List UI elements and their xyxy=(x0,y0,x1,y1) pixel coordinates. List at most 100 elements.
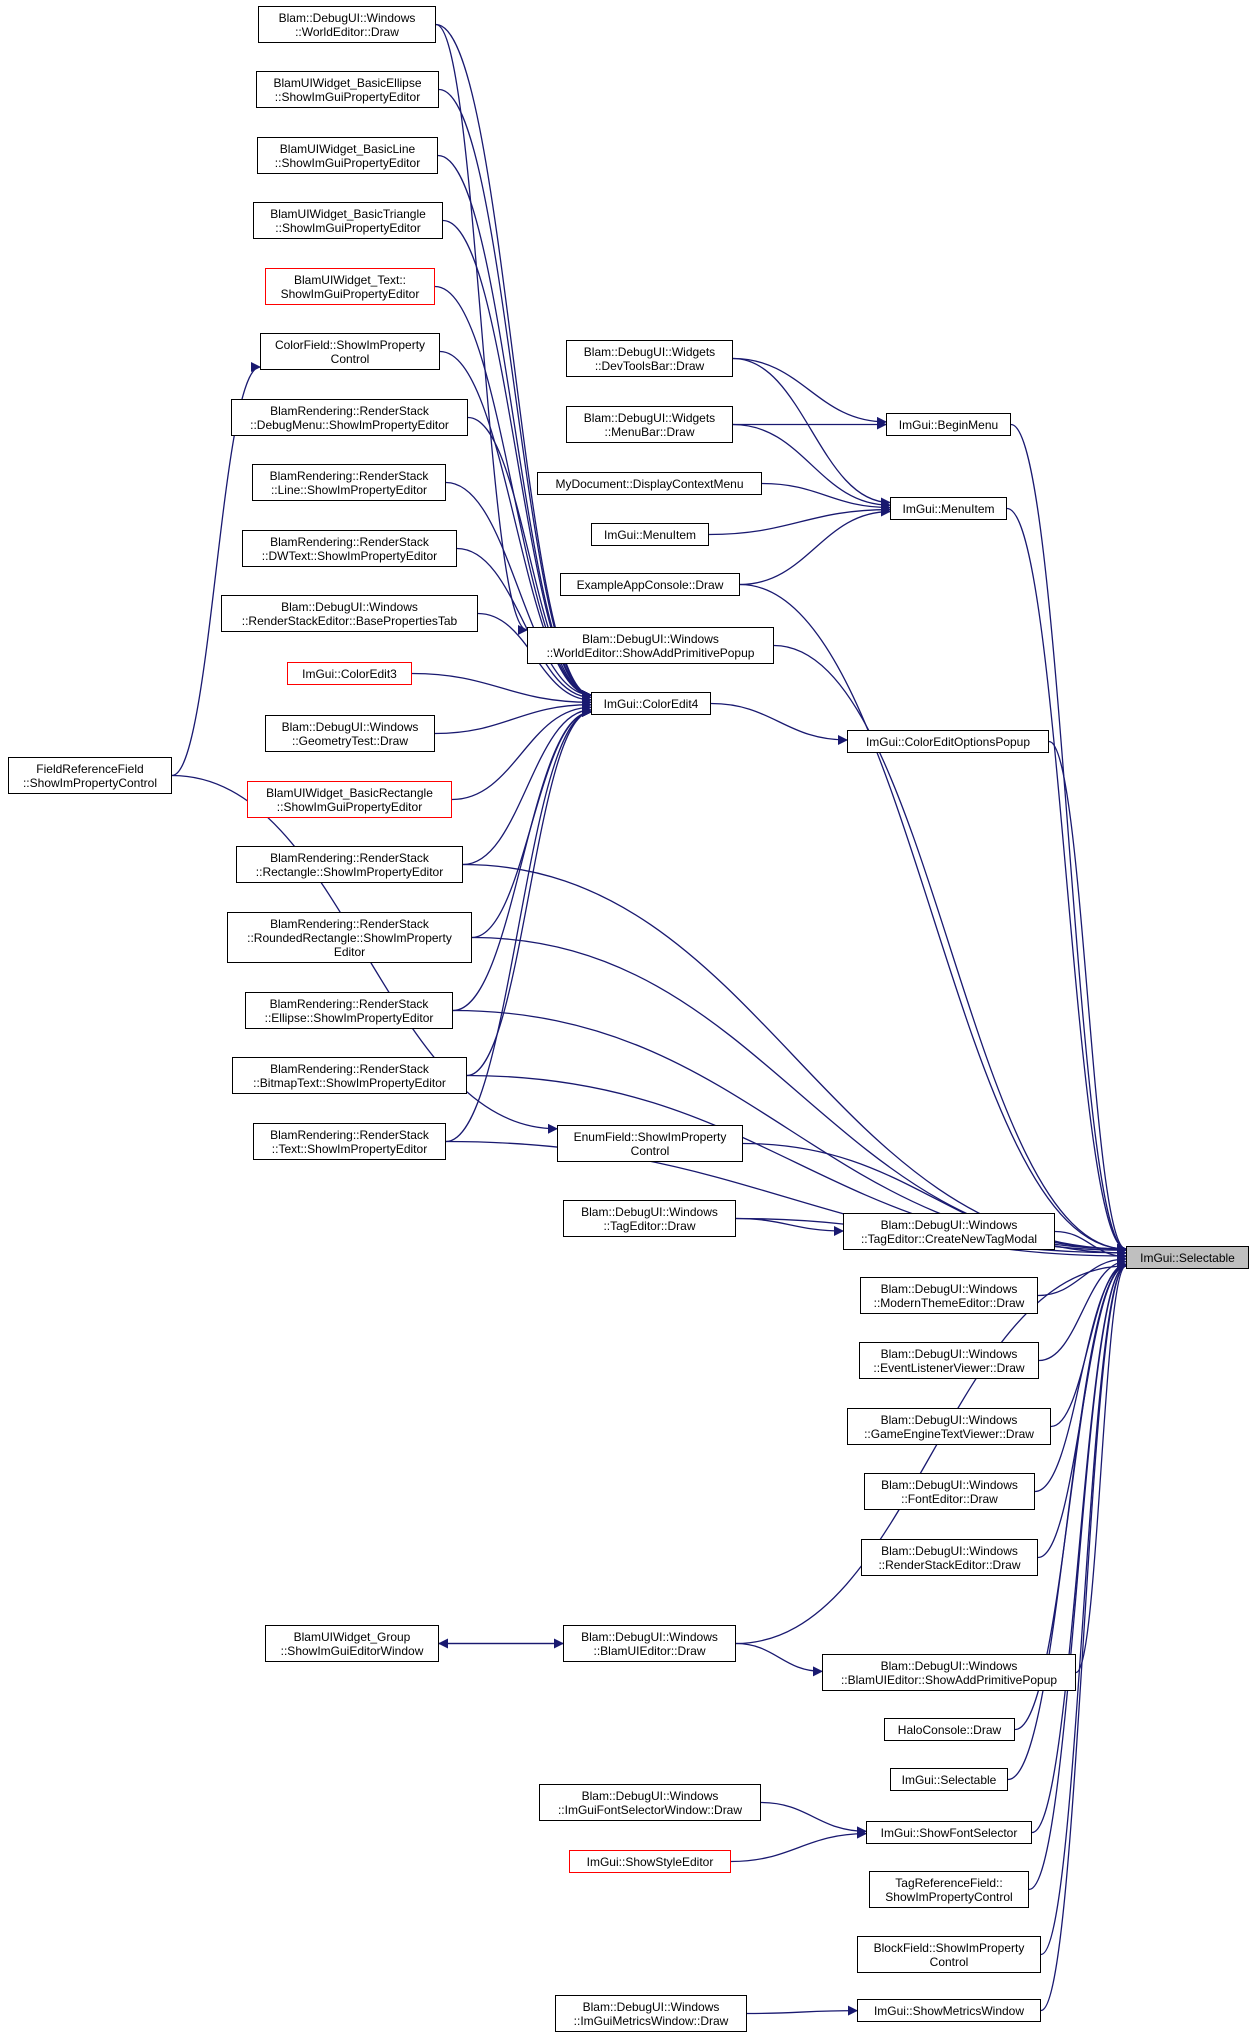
node-showstyleeditor[interactable]: ImGui::ShowStyleEditor xyxy=(569,1850,731,1873)
node-label-line: ::TagEditor::Draw xyxy=(603,1218,696,1233)
node-tageditor-draw[interactable]: Blam::DebugUI::Windows::TagEditor::Draw xyxy=(563,1200,736,1237)
node-coloredit3[interactable]: ImGui::ColorEdit3 xyxy=(287,662,412,685)
edge-menuitem-to-selectable xyxy=(1006,507,1127,1254)
node-imgui-menuitem[interactable]: ImGui::MenuItem xyxy=(890,497,1007,520)
node-label-line: ::ShowImGuiEditorWindow xyxy=(280,1643,424,1658)
node-label-line: ShowImGuiPropertyEditor xyxy=(280,286,420,301)
node-label-line: ::BlamUIEditor::ShowAddPrimitivePopup xyxy=(840,1672,1058,1687)
node-label-line: ::ImGuiFontSelectorWindow::Draw xyxy=(557,1802,743,1817)
edge-coloreditpopup-to-selectable xyxy=(1048,740,1127,1254)
node-tagreferencefield-showimpropertycontrol[interactable]: TagReferenceField::ShowImPropertyControl xyxy=(869,1871,1029,1908)
node-worldeditor-showaddprimitivepopup[interactable]: Blam::DebugUI::Windows::WorldEditor::Sho… xyxy=(527,627,774,664)
node-imgui-selectable-overload[interactable]: ImGui::Selectable xyxy=(890,1768,1008,1791)
node-group-showimguieditorwindow[interactable]: BlamUIWidget_Group::ShowImGuiEditorWindo… xyxy=(265,1625,439,1662)
edge-bue_addprim-to-selectable xyxy=(1075,1261,1127,1674)
node-label-line: BlamUIWidget_Group xyxy=(293,1629,411,1644)
node-coloredit4[interactable]: ImGui::ColorEdit4 xyxy=(591,692,711,715)
edge-enumfield-to-selectable xyxy=(742,1142,1127,1258)
node-basictriangle-showimguipropertyeditor[interactable]: BlamUIWidget_BasicTriangle::ShowImGuiPro… xyxy=(253,202,443,239)
edge-blamuieditor-to-selectable xyxy=(735,1261,1127,1645)
node-exampleappconsole-draw[interactable]: ExampleAppConsole::Draw xyxy=(560,573,740,596)
node-showfontselector[interactable]: ImGui::ShowFontSelector xyxy=(866,1821,1032,1844)
node-basicline-showimguipropertyeditor[interactable]: BlamUIWidget_BasicLine::ShowImGuiPropert… xyxy=(257,137,438,174)
node-label-line: Editor xyxy=(333,944,366,959)
node-imguifontselectorwindow-draw[interactable]: Blam::DebugUI::Windows::ImGuiFontSelecto… xyxy=(539,1784,761,1821)
node-label-line: ::BitmapText::ShowImPropertyEditor xyxy=(253,1075,446,1090)
node-label-line: Blam::DebugUI::Windows xyxy=(581,1788,719,1803)
node-eventlistenerviewer-draw[interactable]: Blam::DebugUI::Windows::EventListenerVie… xyxy=(859,1342,1039,1379)
node-fonteditor-draw[interactable]: Blam::DebugUI::Windows::FontEditor::Draw xyxy=(864,1473,1035,1510)
node-label-line: FieldReferenceField xyxy=(36,761,144,776)
node-tageditor-createnewtagmodal[interactable]: Blam::DebugUI::Windows::TagEditor::Creat… xyxy=(843,1213,1055,1250)
node-renderstack-text-showimpropertyeditor[interactable]: BlamRendering::RenderStack::Text::ShowIm… xyxy=(253,1123,446,1160)
node-blamuieditor-draw[interactable]: Blam::DebugUI::Windows::BlamUIEditor::Dr… xyxy=(563,1625,736,1662)
node-label-line: ::RenderStackEditor::BasePropertiesTab xyxy=(241,613,458,628)
edge-rs_line-to-coloredit4 xyxy=(445,481,592,700)
node-renderstack-roundedrectangle-showimpropertyeditor[interactable]: BlamRendering::RenderStack::RoundedRecta… xyxy=(227,912,472,963)
node-label-line: ImGui::BeginMenu xyxy=(898,417,999,432)
node-label-line: ::DWText::ShowImPropertyEditor xyxy=(261,548,438,563)
node-label-line: ::Line::ShowImPropertyEditor xyxy=(270,482,428,497)
node-geometrytest-draw[interactable]: Blam::DebugUI::Windows::GeometryTest::Dr… xyxy=(265,715,435,752)
node-renderstack-ellipse-showimpropertyeditor[interactable]: BlamRendering::RenderStack::Ellipse::Sho… xyxy=(245,992,453,1029)
node-label-line: Blam::DebugUI::Windows xyxy=(881,1543,1018,1558)
edge-exampleconsole-to-selectable xyxy=(739,583,1127,1254)
node-showmetricswindow[interactable]: ImGui::ShowMetricsWindow xyxy=(857,1999,1041,2022)
node-label-line: ::TagEditor::CreateNewTagModal xyxy=(860,1231,1038,1246)
node-renderstack-rectangle-showimpropertyeditor[interactable]: BlamRendering::RenderStack::Rectangle::S… xyxy=(236,846,463,883)
node-widget-text-showimguipropertyeditor[interactable]: BlamUIWidget_Text::ShowImGuiPropertyEdit… xyxy=(265,268,435,305)
node-label-line: ImGui::ShowStyleEditor xyxy=(586,1854,714,1869)
edge-worldeditor_draw-to-we_addprim xyxy=(435,23,528,635)
node-gameenginetextviewer-draw[interactable]: Blam::DebugUI::Windows::GameEngineTextVi… xyxy=(847,1408,1051,1445)
node-label-line: ::ImGuiMetricsWindow::Draw xyxy=(573,2013,729,2028)
node-devtoolsbar-draw[interactable]: Blam::DebugUI::Widgets::DevToolsBar::Dra… xyxy=(566,340,733,377)
node-blamuieditor-showaddprimitivepopup[interactable]: Blam::DebugUI::Windows::BlamUIEditor::Sh… xyxy=(822,1654,1076,1691)
node-worldeditor-draw[interactable]: Blam::DebugUI::Windows::WorldEditor::Dra… xyxy=(258,6,436,43)
node-label-line: ::Rectangle::ShowImPropertyEditor xyxy=(255,864,444,879)
node-fieldreferencefield-showimpropertycontrol[interactable]: FieldReferenceField::ShowImPropertyContr… xyxy=(8,757,172,794)
node-displaycontextmenu[interactable]: MyDocument::DisplayContextMenu xyxy=(537,472,762,495)
edge-colorfield-to-coloredit4 xyxy=(439,350,592,700)
node-renderstack-dwtext-showimpropertyeditor[interactable]: BlamRendering::RenderStack::DWText::Show… xyxy=(242,530,457,567)
node-imgui-beginmenu[interactable]: ImGui::BeginMenu xyxy=(886,413,1011,436)
node-label-line: ::WorldEditor::Draw xyxy=(295,24,399,39)
node-imguimetricswindow-draw[interactable]: Blam::DebugUI::Windows::ImGuiMetricsWind… xyxy=(555,1995,747,2032)
node-label-line: BlamUIWidget_BasicTriangle xyxy=(270,206,426,221)
edge-rs_bitmaptext-to-coloredit4 xyxy=(466,707,592,1077)
node-label-line: Blam::DebugUI::Windows xyxy=(880,1281,1018,1296)
edge-menuitem_caller-to-menuitem xyxy=(708,504,891,536)
node-imgui-selectable-focus: ImGui::Selectable xyxy=(1126,1246,1249,1269)
node-basicellipse-showimguipropertyeditor[interactable]: BlamUIWidget_BasicEllipse::ShowImGuiProp… xyxy=(256,71,439,108)
node-haloconsole-draw[interactable]: HaloConsole::Draw xyxy=(884,1718,1015,1741)
node-coloreditoptionspopup[interactable]: ImGui::ColorEditOptionsPopup xyxy=(847,730,1049,753)
node-label-line: Blam::DebugUI::Windows xyxy=(281,719,419,734)
node-basicrectangle-showimguipropertyeditor[interactable]: BlamUIWidget_BasicRectangle::ShowImGuiPr… xyxy=(247,781,452,818)
node-renderstack-debugmenu-showimpropertyeditor[interactable]: BlamRendering::RenderStack::DebugMenu::S… xyxy=(231,399,468,436)
node-renderstackeditor-draw[interactable]: Blam::DebugUI::Windows::RenderStackEdito… xyxy=(861,1539,1038,1576)
edge-rs_text-to-coloredit4 xyxy=(445,707,592,1143)
node-label-line: ::WorldEditor::ShowAddPrimitivePopup xyxy=(546,645,755,660)
node-label-line: BlamRendering::RenderStack xyxy=(270,534,429,549)
edge-metricswin_draw-to-metricswin xyxy=(746,2005,858,2016)
node-label-line: MyDocument::DisplayContextMenu xyxy=(555,476,744,491)
edge-blamuieditor-to-bue_addprim xyxy=(735,1642,823,1677)
node-label-line: Blam::DebugUI::Windows xyxy=(281,599,418,614)
node-renderstack-line-showimpropertyeditor[interactable]: BlamRendering::RenderStack::Line::ShowIm… xyxy=(252,464,446,501)
edge-rs_debugmenu-to-coloredit4 xyxy=(467,416,592,700)
node-label-line: ::GameEngineTextViewer::Draw xyxy=(864,1426,1034,1441)
edge-devtoolsbar-to-beginmenu xyxy=(732,357,887,427)
node-renderstack-bitmaptext-showimpropertyeditor[interactable]: BlamRendering::RenderStack::BitmapText::… xyxy=(232,1057,467,1094)
node-label-line: ImGui::ColorEdit3 xyxy=(302,666,397,681)
edge-coloredit4-to-coloreditpopup xyxy=(710,702,848,745)
node-label-line: ::Text::ShowImPropertyEditor xyxy=(271,1141,428,1156)
edge-eventlistener-to-selectable xyxy=(1038,1256,1127,1362)
node-menubar-draw[interactable]: Blam::DebugUI::Widgets::MenuBar::Draw xyxy=(566,406,733,443)
node-label-line: ImGui::ColorEditOptionsPopup xyxy=(865,734,1031,749)
node-imgui-menuitem-caller[interactable]: ImGui::MenuItem xyxy=(591,523,709,546)
node-renderstackeditor-basepropertiestab[interactable]: Blam::DebugUI::Windows::RenderStackEdito… xyxy=(221,595,478,632)
node-modernthemeeditor-draw[interactable]: Blam::DebugUI::Windows::ModernThemeEdito… xyxy=(860,1277,1038,1314)
